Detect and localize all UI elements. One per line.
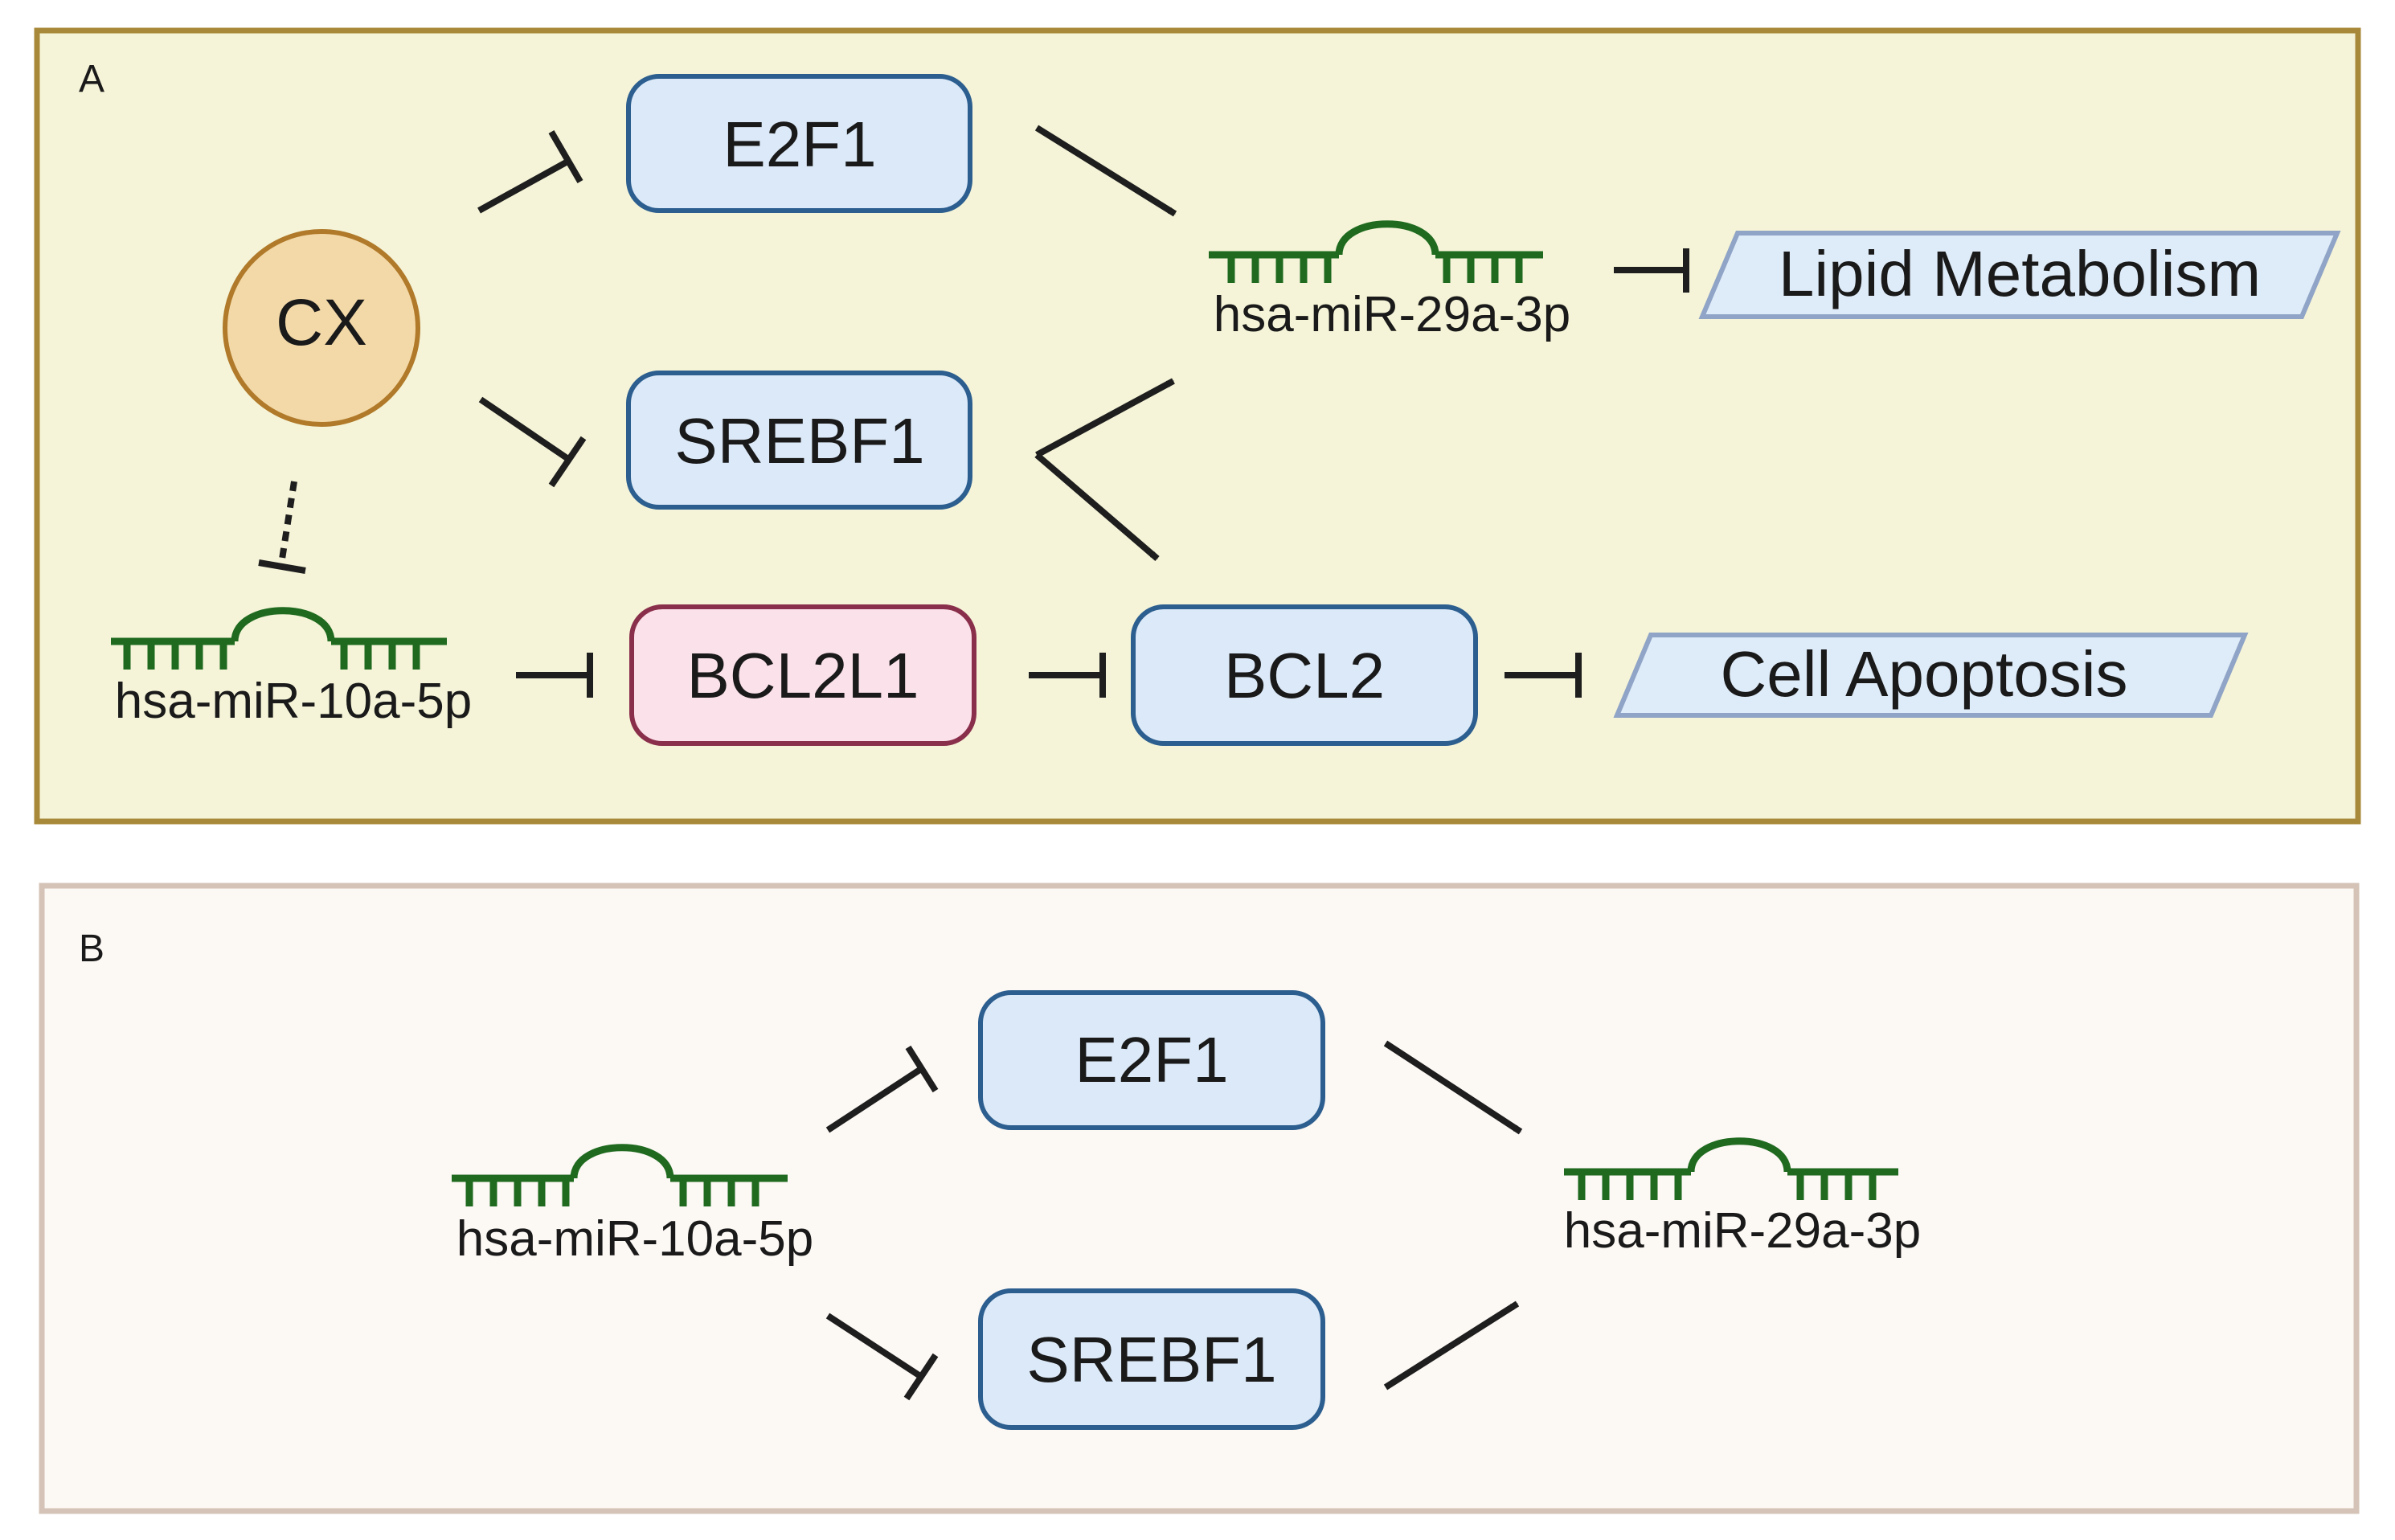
lipid-metabolism-node: Lipid Metabolism [1698,231,2341,319]
edge-srebf1-activates-bcl2 [1034,452,1160,562]
panel-a: A CX E2F1 SREBF1 BCL2L1 BCL2 [34,27,2361,825]
edge-mir10a-inhibits-e2f1 [825,1066,923,1133]
srebf1-label: SREBF1 [674,405,924,477]
edge-cx-inhibits-mir10a-dashed [278,481,297,565]
mir10a-label-b: hsa-miR-10a-5p [456,1211,814,1267]
mir29a-node-b: hsa-miR-29a-3p [1564,1137,1922,1259]
cx-circle [223,229,420,427]
bcl2-label: BCL2 [1224,640,1385,711]
inhibit-bar [548,129,583,184]
bcl2l1-label: BCL2L1 [686,640,919,711]
inhibit-bar [905,1045,939,1093]
lipid-metabolism-label: Lipid Metabolism [1779,238,2261,309]
edge-srebf1-activates-mir29a-b [1383,1300,1520,1391]
edge-cx-inhibits-srebf1 [478,396,571,462]
e2f1-box-b [978,990,1325,1130]
inhibit-bar [548,436,587,488]
e2f1-label-b: E2F1 [1075,1024,1228,1096]
srebf1-label-b: SREBF1 [1026,1324,1276,1395]
cell-apoptosis-label: Cell Apoptosis [1721,638,2128,710]
cx-label: CX [276,286,367,359]
mirna-icon [1209,220,1543,283]
srebf1-box-b [978,1288,1325,1430]
edge-cx-inhibits-e2f1 [477,158,571,214]
panel-b-edges [825,1040,1523,1401]
mirna-icon [111,607,447,670]
edge-mir10a-inhibits-srebf1 [825,1313,925,1381]
panel-b-label: B [79,928,104,970]
mir29a-label-b: hsa-miR-29a-3p [1564,1203,1922,1259]
mirna-icon [1564,1137,1898,1200]
edge-e2f1-activates-mir29a [1034,125,1177,217]
cx-node: CX [223,229,420,427]
bcl2-box [1131,604,1478,746]
mir10a-label: hsa-miR-10a-5p [115,674,473,729]
e2f1-box [626,74,972,213]
e2f1-node-b: E2F1 [978,990,1325,1130]
srebf1-node-b: SREBF1 [978,1288,1325,1430]
mir29a-node: hsa-miR-29a-3p [1209,220,1571,342]
edge-srebf1-activates-mir29a [1035,378,1175,458]
mir10a-node: hsa-miR-10a-5p [111,607,473,729]
lipid-metabolism-shape [1698,231,2341,319]
e2f1-label: E2F1 [723,109,876,180]
cell-apoptosis-shape [1613,633,2249,718]
e2f1-node: E2F1 [626,74,972,213]
srebf1-box [626,371,972,510]
panel-a-edges [258,125,1689,698]
mirna-icon [452,1144,788,1206]
inhibit-bar [258,559,306,574]
panel-a-label: A [79,58,104,100]
mir10a-node-b: hsa-miR-10a-5p [452,1144,814,1267]
bcl2-node: BCL2 [1131,604,1478,746]
inhibit-bar [903,1353,939,1401]
cell-apoptosis-node: Cell Apoptosis [1613,633,2249,718]
srebf1-node: SREBF1 [626,371,972,510]
panel-b: B hsa-miR-10a-5p E2F1 [39,883,2360,1514]
bcl2l1-box [629,604,976,746]
bcl2l1-node: BCL2L1 [629,604,976,746]
edge-e2f1-activates-mir29a-b [1383,1040,1523,1135]
mir29a-label: hsa-miR-29a-3p [1214,287,1571,342]
